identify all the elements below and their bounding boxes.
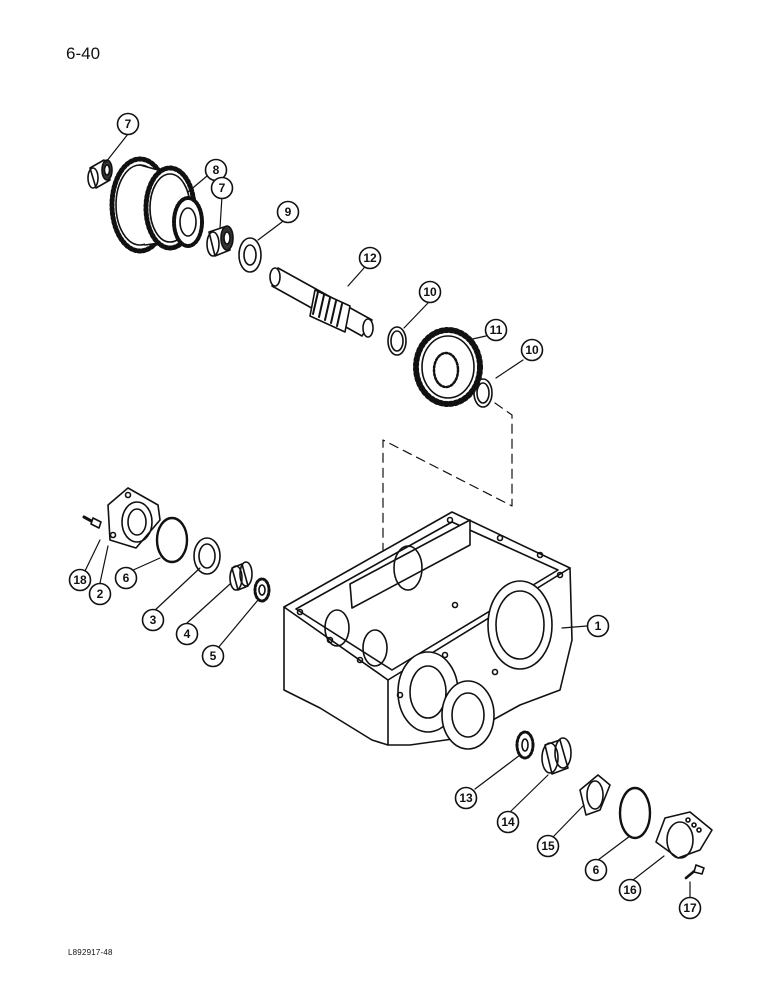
callout-label: 1	[595, 619, 602, 633]
callout-label: 6	[123, 571, 130, 585]
spacer-part-9	[238, 237, 262, 273]
callout-label: 8	[213, 163, 220, 177]
callout-10-upper: 10	[418, 280, 442, 304]
transmission-housing-part-1	[283, 511, 573, 750]
bearing-cup-part-4	[229, 561, 253, 591]
callout-4: 4	[175, 622, 199, 646]
callout-label: 2	[97, 587, 104, 601]
bearing-cone-part-5	[253, 577, 271, 603]
callout-label: 15	[541, 839, 555, 853]
callout-6-right: 6	[584, 858, 608, 882]
callout-7-upper: 7	[116, 112, 140, 136]
shim-part-15	[579, 774, 611, 816]
bolt-part-18	[82, 515, 102, 529]
bearing-cover-part-2	[107, 487, 161, 549]
callout-label: 7	[219, 181, 226, 195]
callout-label: 5	[210, 649, 217, 663]
bolt-part-17	[684, 864, 705, 880]
bearing-part-7-lower	[206, 225, 234, 257]
callout-label: 11	[490, 323, 503, 337]
callout-label: 3	[150, 613, 157, 627]
callout-15: 15	[536, 834, 560, 858]
leader-lines	[84, 133, 691, 898]
page-number: 6-40	[66, 44, 101, 63]
callout-1: 1	[586, 614, 610, 638]
bearing-cone-part-13	[515, 730, 535, 760]
snap-ring-part-10-right	[473, 378, 493, 408]
callout-list: 7 8 7 9 12 10 11 10	[68, 112, 702, 920]
shim-part-3	[193, 537, 221, 575]
callout-18: 18	[68, 568, 92, 592]
callout-label: 10	[525, 343, 539, 357]
bearing-cup-part-14	[541, 737, 572, 775]
gear-cluster-part-8	[109, 156, 204, 254]
callout-3: 3	[141, 608, 165, 632]
callout-label: 18	[73, 573, 87, 587]
figure-code: L892917-48	[68, 948, 113, 957]
bearing-part-7-upper	[87, 159, 113, 189]
callout-label: 12	[363, 251, 377, 265]
callout-17: 17	[678, 896, 702, 920]
callout-label: 16	[623, 883, 637, 897]
o-ring-part-6-left	[155, 516, 189, 564]
callout-11: 11	[484, 318, 508, 342]
o-ring-part-6-right	[618, 786, 652, 840]
callout-7-lower: 7	[210, 176, 234, 200]
callout-label: 14	[501, 815, 515, 829]
bearing-cover-part-16	[655, 811, 713, 859]
callout-16: 16	[618, 878, 642, 902]
callout-6-left: 6	[114, 566, 138, 590]
callout-label: 9	[285, 205, 292, 219]
callout-label: 13	[459, 791, 473, 805]
callout-12: 12	[358, 246, 382, 270]
assembly-dashed-line	[382, 402, 513, 606]
shaft-part-12	[269, 267, 374, 338]
snap-ring-part-10-left	[387, 326, 407, 356]
callout-14: 14	[496, 810, 520, 834]
gear-part-11	[413, 327, 483, 407]
callout-9: 9	[276, 200, 300, 224]
callout-label: 10	[423, 285, 437, 299]
callout-label: 4	[184, 627, 191, 641]
callout-label: 17	[683, 901, 697, 915]
callout-2: 2	[88, 582, 112, 606]
callout-label: 6	[593, 863, 600, 877]
callout-10-lower: 10	[520, 338, 544, 362]
callout-13: 13	[454, 786, 478, 810]
callout-5: 5	[201, 644, 225, 668]
callout-label: 7	[125, 117, 132, 131]
